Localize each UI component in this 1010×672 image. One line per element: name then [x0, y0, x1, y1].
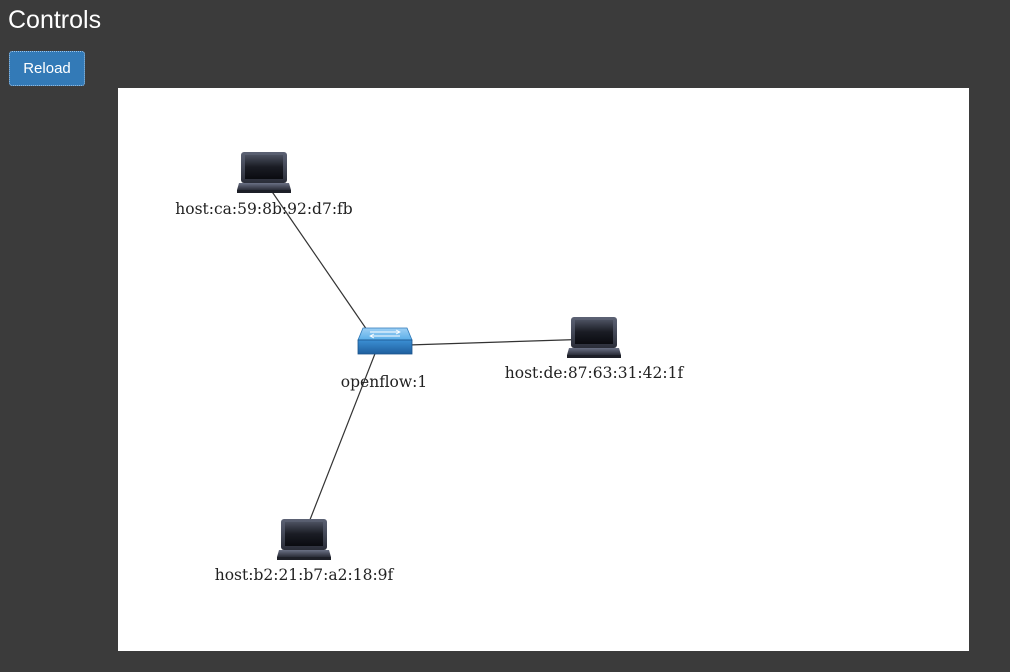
link-host1-switch1 — [263, 179, 379, 347]
page-title: Controls — [8, 6, 102, 34]
laptop-icon — [237, 152, 291, 193]
laptop-icon — [277, 519, 331, 560]
link-switch1-host2 — [377, 338, 595, 347]
topology-links — [263, 179, 595, 536]
host-node[interactable]: host:de:87:63:31:42:1f — [505, 317, 685, 382]
link-switch1-host3 — [303, 345, 379, 536]
switch-icon — [357, 327, 413, 355]
host-label: host:de:87:63:31:42:1f — [505, 364, 685, 382]
switch-label: openflow:1 — [341, 373, 427, 391]
host-node[interactable]: host:b2:21:b7:a2:18:9f — [215, 519, 395, 584]
topology-canvas[interactable]: host:ca:59:8b:92:d7:fb openflow:1 host — [118, 88, 969, 651]
host-label: host:b2:21:b7:a2:18:9f — [215, 566, 395, 584]
switch-node[interactable]: openflow:1 — [341, 327, 427, 391]
host-label: host:ca:59:8b:92:d7:fb — [175, 200, 353, 218]
reload-button[interactable]: Reload — [9, 51, 85, 86]
laptop-icon — [567, 317, 621, 358]
host-node[interactable]: host:ca:59:8b:92:d7:fb — [175, 152, 353, 218]
